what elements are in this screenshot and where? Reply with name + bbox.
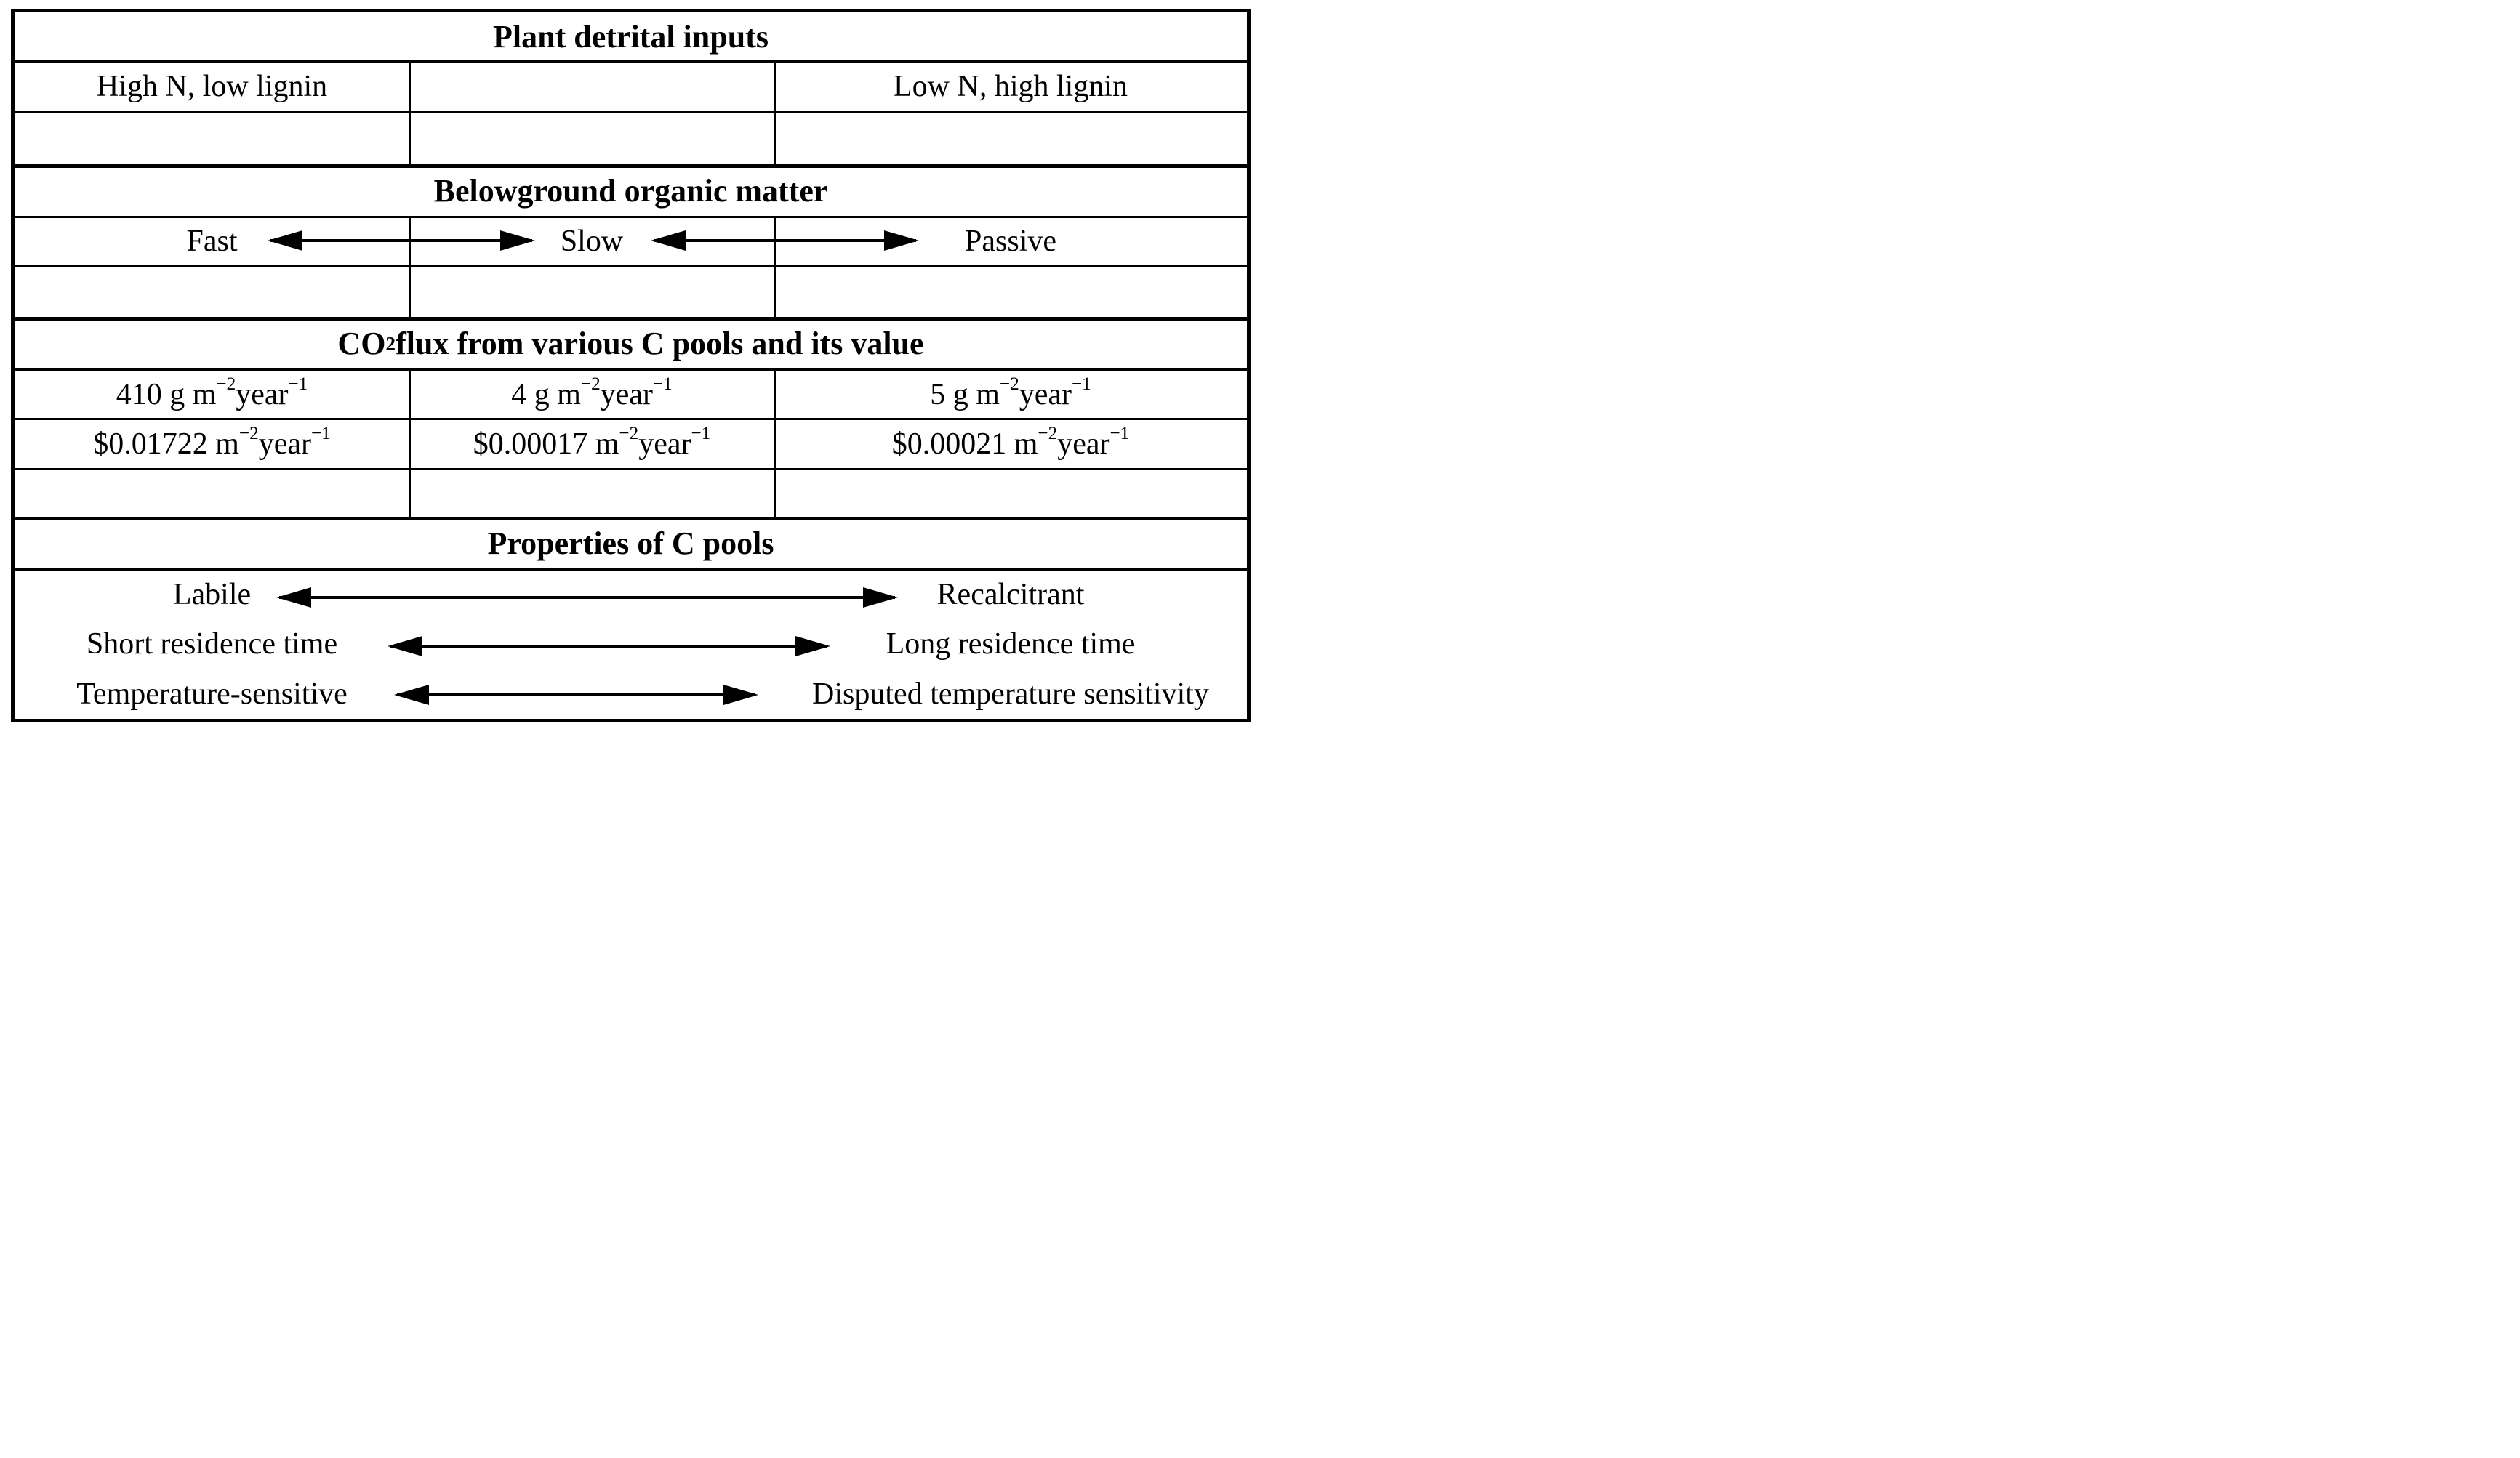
row-divider bbox=[15, 216, 1247, 218]
column-divider bbox=[774, 370, 776, 518]
row-divider bbox=[15, 368, 1247, 371]
value-slow-pool: $0.00017 m−2 year−1 bbox=[473, 424, 711, 461]
cell-high-n-low-lignin: High N, low lignin bbox=[96, 70, 328, 103]
property-labile: Labile bbox=[172, 578, 252, 611]
section-divider bbox=[15, 517, 1247, 520]
section-divider bbox=[15, 317, 1247, 321]
row-divider bbox=[15, 60, 1247, 63]
property-recalcitrant: Recalcitrant bbox=[936, 578, 1085, 611]
column-divider bbox=[409, 370, 411, 518]
value-fast-pool: $0.01722 m−2 year−1 bbox=[93, 424, 331, 461]
pool-label-passive: Passive bbox=[965, 225, 1056, 258]
figure-page: Plant detrital inputs High N, low lignin… bbox=[0, 0, 1260, 729]
column-divider bbox=[409, 61, 411, 166]
header-belowground-organic-matter: Belowground organic matter bbox=[433, 173, 828, 209]
row-divider bbox=[15, 265, 1247, 267]
diagram-table: Plant detrital inputs High N, low lignin… bbox=[11, 9, 1251, 722]
column-divider bbox=[409, 217, 411, 318]
column-divider bbox=[774, 61, 776, 166]
property-short-residence-time: Short residence time bbox=[86, 627, 338, 661]
flux-fast-pool: 410 g m−2 year−1 bbox=[116, 374, 308, 411]
property-long-residence-time: Long residence time bbox=[886, 627, 1136, 661]
header-properties-of-c-pools: Properties of C pools bbox=[487, 525, 774, 561]
header-plant-detrital-inputs: Plant detrital inputs bbox=[493, 18, 769, 55]
column-divider bbox=[774, 217, 776, 318]
pool-label-slow: Slow bbox=[560, 225, 624, 258]
flux-slow-pool: 4 g m−2 year−1 bbox=[511, 374, 673, 411]
section-divider bbox=[15, 164, 1247, 168]
row-divider bbox=[15, 568, 1247, 571]
property-disputed-temperature-sensitivity: Disputed temperature sensitivity bbox=[812, 677, 1209, 711]
row-divider bbox=[15, 468, 1247, 470]
cell-low-n-high-lignin: Low N, high lignin bbox=[894, 70, 1128, 103]
pool-label-fast: Fast bbox=[186, 225, 238, 258]
row-divider bbox=[15, 418, 1247, 420]
value-passive-pool: $0.00021 m−2 year−1 bbox=[891, 424, 1130, 461]
row-divider bbox=[15, 111, 1247, 113]
property-temperature-sensitive: Temperature-sensitive bbox=[76, 677, 348, 711]
flux-passive-pool: 5 g m−2 year−1 bbox=[930, 374, 1091, 411]
